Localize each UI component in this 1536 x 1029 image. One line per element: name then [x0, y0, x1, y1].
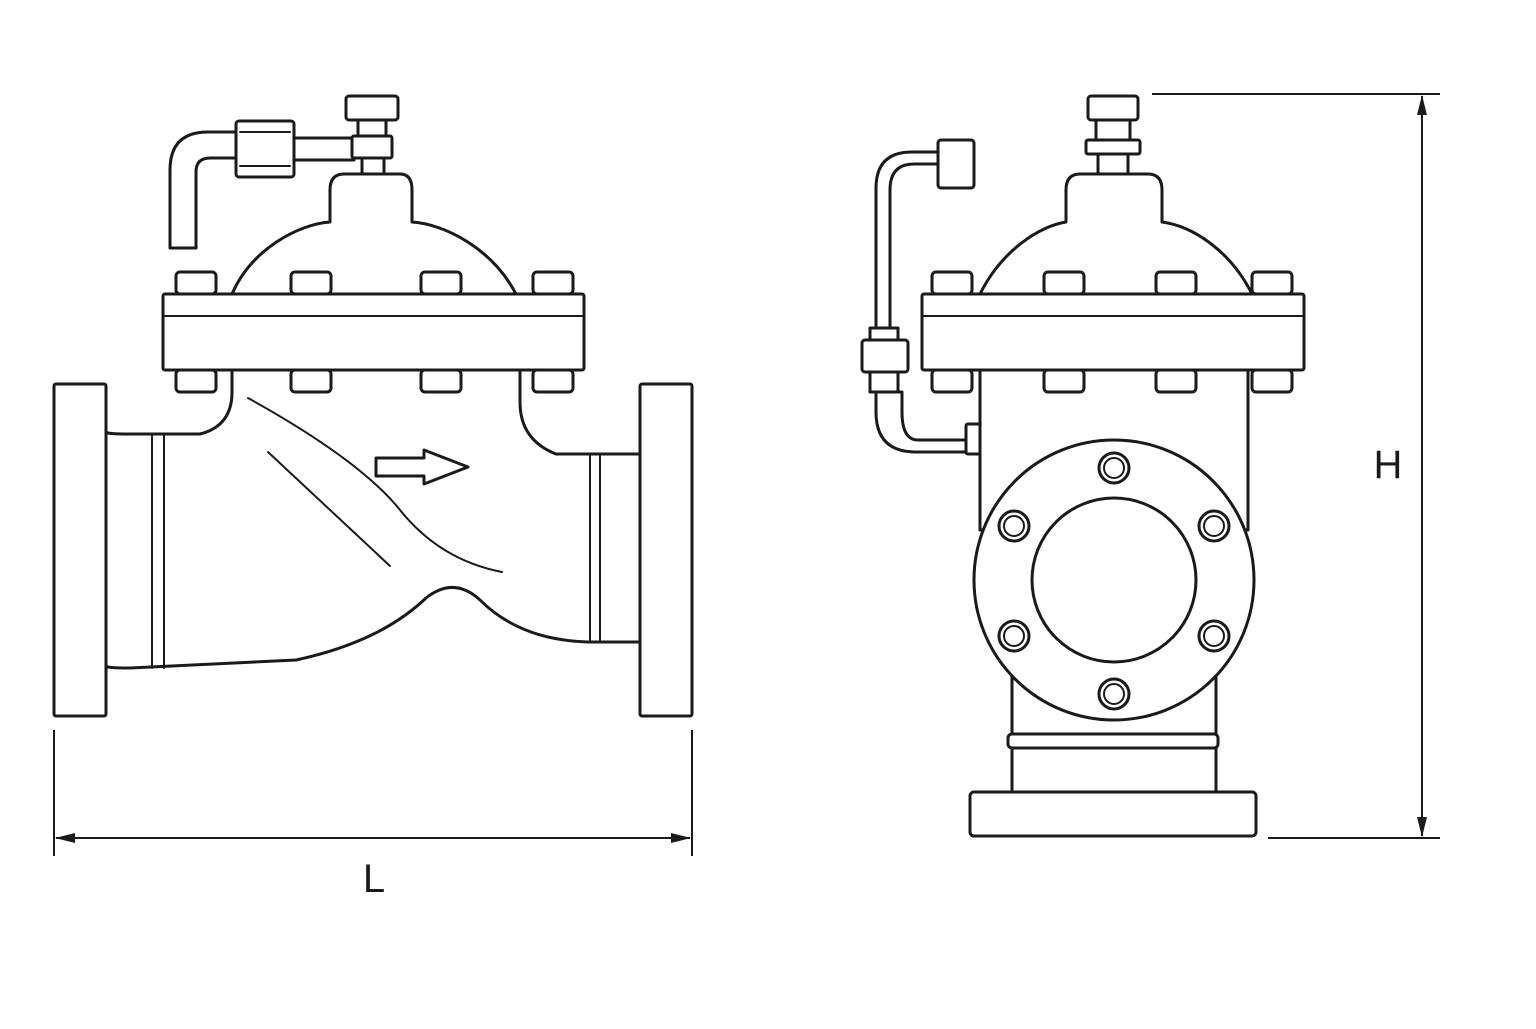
- side-valve-body: [104, 368, 642, 670]
- right-arrow-icon: [374, 448, 470, 486]
- end-bonnet-dome: [978, 172, 1254, 296]
- side-bonnet-dome: [230, 172, 518, 296]
- side-pilot-tube: [168, 94, 400, 250]
- side-inlet-flange: [52, 382, 108, 718]
- end-cover-flange: [920, 292, 1306, 372]
- dimension-height: H: [1152, 93, 1440, 839]
- side-cover-bolts: [174, 270, 575, 394]
- end-bore: [1030, 496, 1198, 664]
- side-cover-flange: [161, 292, 586, 372]
- end-cover-bolts: [930, 270, 1294, 394]
- height-label: H: [1374, 443, 1403, 487]
- side-view: [52, 94, 694, 718]
- end-base-flange: [968, 790, 1258, 838]
- end-top-pilot: [1084, 94, 1142, 176]
- end-neck-ring: [1006, 732, 1220, 750]
- dimension-length: L: [53, 730, 693, 901]
- end-view: [860, 94, 1306, 838]
- length-label: L: [363, 857, 385, 901]
- side-outlet-flange: [638, 382, 694, 718]
- end-pilot-tube: [860, 138, 984, 456]
- end-flange-bolt-holes: [997, 451, 1231, 711]
